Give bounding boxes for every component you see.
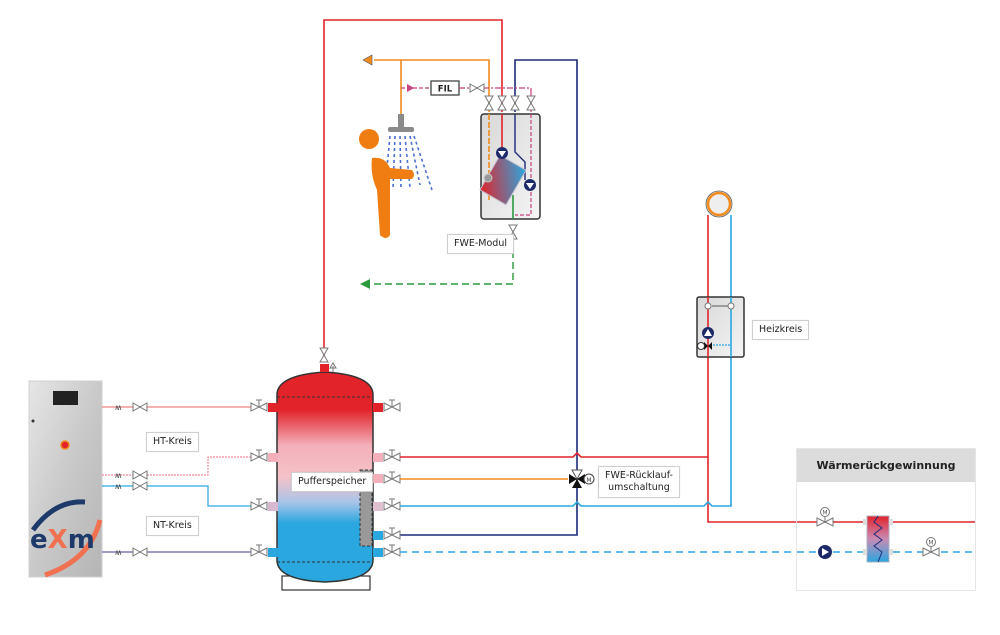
svg-text:ʍ: ʍ — [115, 482, 122, 491]
svg-text:M: M — [586, 477, 591, 484]
left-pipe-fittings: ʍ ʍ ʍ ʍ — [115, 402, 148, 557]
check-valve-icon — [407, 84, 414, 92]
hot-water-outlet-arrow-icon — [362, 54, 373, 66]
fwe-ruecklauf-line1: FWE-Rücklauf- — [605, 470, 673, 481]
three-way-diverter-valve-icon: M — [569, 469, 595, 488]
nt-flow-pipe — [102, 485, 255, 507]
fwe-ruecklauf-label: FWE-Rücklauf- umschaltung — [598, 466, 680, 498]
svg-text:M: M — [928, 540, 933, 547]
fwe-modul-label: FWE-Modul — [447, 234, 514, 254]
fwe-return-pipe — [398, 59, 578, 536]
power-switch-icon — [60, 440, 70, 450]
radiator-consumer-icon — [705, 190, 733, 218]
logo-arc-icon — [30, 499, 86, 532]
display-panel — [53, 391, 78, 405]
heat-pump-cabinet — [28, 380, 103, 578]
motor-valve-1-icon: M — [816, 507, 834, 527]
svg-text:FIL: FIL — [438, 85, 453, 95]
nt-kreis-label: NT-Kreis — [146, 516, 199, 536]
fwe-inlet-valves — [484, 95, 536, 111]
pufferspeicher-label: Pufferspeicher — [291, 472, 374, 492]
heating-return-pipe — [400, 215, 732, 507]
heating-circuit-module — [696, 296, 745, 358]
heizkreis-label: Heizkreis — [752, 320, 810, 340]
heat-recovery-panel: Wärmerückgewinnung M M — [796, 448, 976, 591]
shower-head-icon — [385, 114, 433, 191]
fwe-module — [479, 113, 541, 220]
cold-water-inlet-pipe — [360, 224, 518, 289]
fwe-ruecklauf-line2: umschaltung — [608, 481, 670, 493]
tank-valves — [250, 347, 401, 557]
ht-kreis-label: HT-Kreis — [146, 432, 199, 452]
svg-text:ʍ: ʍ — [115, 548, 122, 557]
logo-letter-e: e — [30, 525, 48, 555]
logo-letter-x: X — [47, 525, 68, 555]
person-icon — [359, 129, 414, 238]
heat-recovery-schematic: M M — [797, 507, 975, 563]
motor-valve-2-icon: M — [922, 537, 940, 557]
plate-heat-exchanger-icon — [863, 515, 893, 563]
circulation-pipe: FIL — [401, 80, 532, 112]
svg-text:M: M — [822, 510, 827, 517]
ht-return-pipe — [102, 456, 255, 476]
hot-flow-riser-pipe — [323, 19, 503, 360]
logo-letter-m: m — [67, 525, 95, 555]
svg-text:ʍ: ʍ — [115, 471, 122, 480]
recovery-pump-icon — [818, 545, 832, 559]
heat-recovery-title: Wärmerückgewinnung — [797, 449, 975, 482]
cold-water-arrow-icon — [360, 279, 370, 289]
svg-text:ʍ: ʍ — [115, 403, 122, 412]
exm-logo: eXm — [30, 525, 95, 555]
